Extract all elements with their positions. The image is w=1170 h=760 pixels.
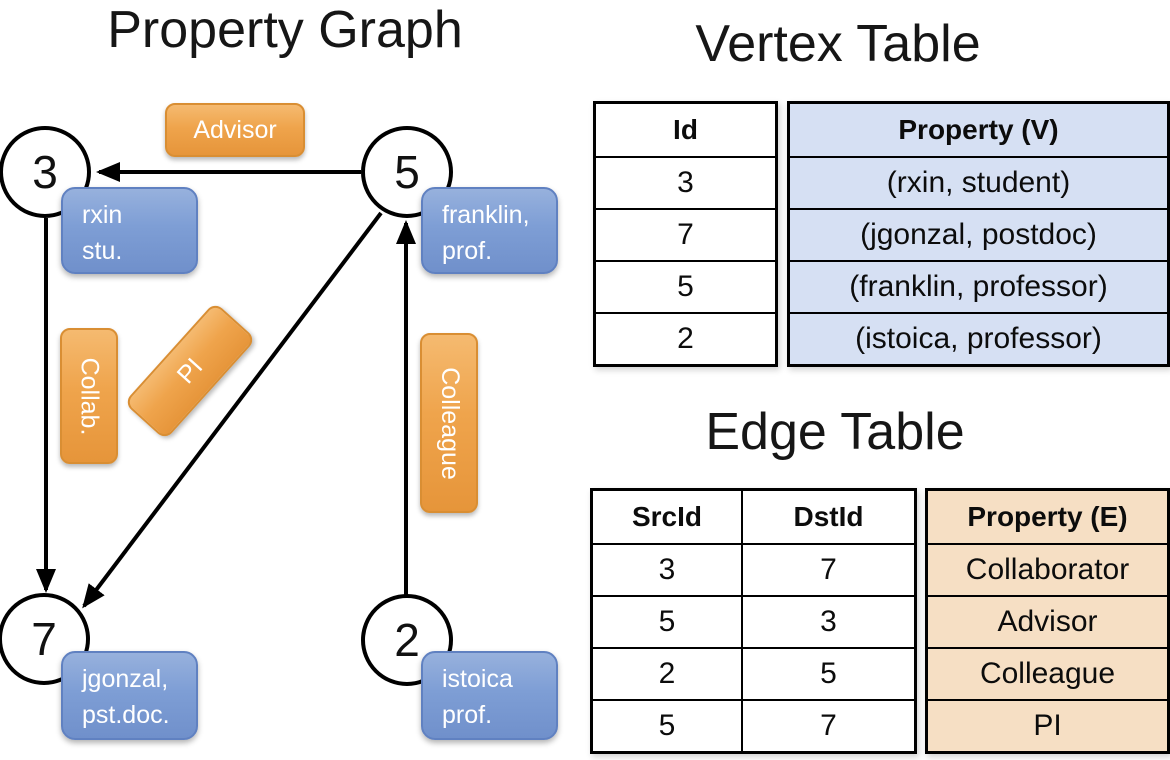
vertex-table-id-column: Id 3 7 5 2 xyxy=(593,101,778,367)
edge-table-property-header: Property (E) xyxy=(928,491,1167,543)
edge-label-text: Advisor xyxy=(193,115,277,144)
edge-table-property-cell: Advisor xyxy=(928,595,1167,647)
edge-table-srcid-header: SrcId xyxy=(631,501,703,532)
vertex-prop-line2: stu. xyxy=(82,236,123,265)
vertex-prop-line2: pst.doc. xyxy=(82,700,170,729)
vertex-table-id-cell: 5 xyxy=(596,260,775,312)
edge-label-collab: Collab. xyxy=(60,328,118,464)
graph-node-2: 2 xyxy=(361,594,453,686)
edge-table-property-column: Property (E) Collaborator Advisor Collea… xyxy=(925,488,1170,754)
vertex-prop-line1: franklin, xyxy=(442,201,530,229)
vertex-prop-line2: prof. xyxy=(442,700,493,729)
edge-table-property-cell: Collaborator xyxy=(928,543,1167,595)
edge-table-title: Edge Table xyxy=(705,403,965,461)
vertex-table-id-cell: 7 xyxy=(596,208,775,260)
edge-label-text: Colleague xyxy=(435,366,464,480)
edge-table-dst-cell: 5 xyxy=(741,647,914,699)
node-id-label: 3 xyxy=(32,146,58,198)
vertex-table-property-cell: (franklin, professor) xyxy=(790,260,1167,312)
edge-table-src-dst-columns: SrcId DstId 3 7 5 3 2 5 5 7 xyxy=(590,488,917,754)
vertex-prop-label-2: istoica prof. xyxy=(421,651,558,740)
vertex-table-property-header: Property (V) xyxy=(790,104,1167,156)
vertex-prop-label-5: franklin, prof. xyxy=(421,187,558,274)
edge-table-src-cell: 5 xyxy=(593,595,741,647)
vertex-table-id-header: Id xyxy=(673,114,698,145)
edge-table-dst-cell: 7 xyxy=(741,699,914,751)
edge-table-dst-cell: 3 xyxy=(741,595,914,647)
vertex-table-property-cell: (jgonzal, postdoc) xyxy=(790,208,1167,260)
edge-table-property-cell: PI xyxy=(928,699,1167,751)
graph-node-5: 5 xyxy=(361,126,453,218)
edge-label-text: Collab. xyxy=(75,357,104,435)
edge-label-text: PI xyxy=(171,352,208,389)
vertex-prop-line2: prof. xyxy=(442,236,493,265)
vertex-table-property-cell: (istoica, professor) xyxy=(790,312,1167,364)
vertex-prop-label-7: jgonzal, pst.doc. xyxy=(61,651,198,740)
property-graph-title: Property Graph xyxy=(107,1,463,59)
node-id-label: 2 xyxy=(394,614,420,666)
edge-table-src-cell: 2 xyxy=(593,647,741,699)
vertex-prop-line1: jgonzal, xyxy=(82,665,169,693)
vertex-prop-line1: istoica xyxy=(442,665,513,693)
edge-label-colleague: Colleague xyxy=(420,333,478,513)
edge-label-advisor: Advisor xyxy=(165,103,305,157)
vertex-table-property-cell: (rxin, student) xyxy=(790,156,1167,208)
edge-pi-5-to-7 xyxy=(82,211,383,609)
node-id-label: 7 xyxy=(31,613,57,665)
vertex-table-id-cell: 3 xyxy=(596,156,775,208)
edge-table-property-cell: Colleague xyxy=(928,647,1167,699)
node-id-label: 5 xyxy=(394,146,420,198)
vertex-table-property-column: Property (V) (rxin, student) (jgonzal, p… xyxy=(787,101,1170,367)
vertex-table-title: Vertex Table xyxy=(695,15,981,73)
edge-table-src-cell: 3 xyxy=(593,543,741,595)
edge-table-dstid-header: DstId xyxy=(741,491,914,543)
vertex-prop-label-3: rxin stu. xyxy=(61,187,198,274)
vertex-table-id-cell: 2 xyxy=(596,312,775,364)
edge-table-src-cell: 5 xyxy=(593,699,741,751)
graph-edges-layer xyxy=(36,162,416,609)
edge-table-dst-cell: 7 xyxy=(741,543,914,595)
vertex-prop-line1: rxin xyxy=(82,201,123,229)
